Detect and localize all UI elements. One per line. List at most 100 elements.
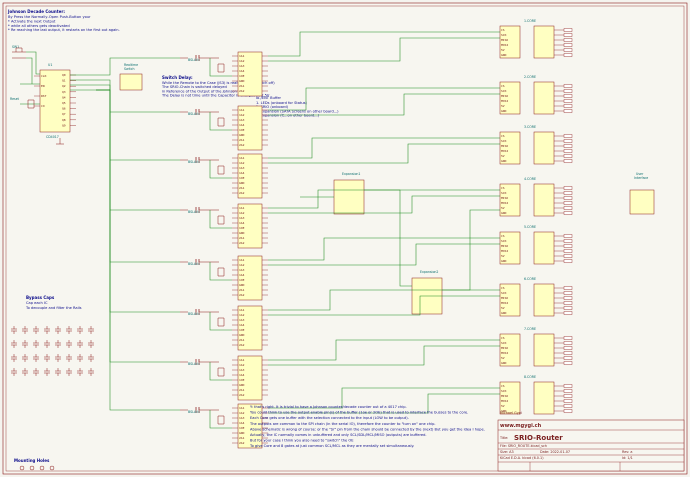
bypass-cap-1-7 [88, 340, 94, 348]
buffer-4-pin-3: 1A4 [239, 273, 245, 277]
core-connector-left-0 [499, 25, 521, 59]
core-0-pin-3: MOSI [501, 43, 508, 47]
bypass-cap-0-1 [22, 326, 28, 334]
core-3-pin-0: CS [501, 186, 505, 190]
counter-ref: U1 [48, 63, 52, 67]
buffer-chip-1 [237, 105, 263, 151]
core-1-pin-0: CS [501, 84, 505, 88]
core-3-pin-2: MISO [501, 196, 508, 200]
buffer-7-pin-2: 1A3 [239, 416, 245, 420]
bottom-line-0: Y: that's right. It is trivial to have a… [250, 405, 407, 409]
counter-pin-9: Q9 [62, 123, 66, 127]
io-note-lines: 1. LEDs (onboard for Status)2. SRIO (onb… [256, 101, 339, 118]
tb-title: SRIO-Router [514, 434, 563, 442]
bypass-cap-2-5 [66, 354, 72, 362]
user-interface-subtitle: Interface [634, 176, 648, 180]
bypass-cap-1-6 [77, 340, 83, 348]
core-connector-right-0 [533, 25, 555, 59]
johnson-note-title: Johnson Decade Counter: [7, 9, 65, 14]
buffer-3-pin-7: 2A2 [239, 241, 245, 245]
core-6-pin-0: CS [501, 336, 505, 340]
bypass-cap-0-4 [55, 326, 61, 334]
bypass-cap-3-0 [11, 368, 17, 376]
tb-size: Size: A3 [500, 450, 514, 454]
expansion-2-label: Expansion2 [420, 270, 438, 274]
core-connector-left-3 [499, 183, 521, 217]
counter-pin-7: Q7 [62, 112, 66, 116]
core-1-pin-5: GND [501, 109, 507, 113]
core-0-pin-4: 5V [501, 48, 505, 52]
tb-author: Michael Gygi [500, 411, 522, 415]
bypass-cap-0-7 [88, 326, 94, 334]
bypass-cap-2-3 [44, 354, 50, 362]
bypass-cap-3-5 [66, 368, 72, 376]
channel-label-7: BSLAVx [188, 410, 200, 414]
core-connector-right-7 [533, 381, 555, 415]
core-connector-left-4 [499, 231, 521, 265]
buffer-4-pin-1: 1A2 [239, 263, 245, 267]
johnson-line-1: * Activate the next Output [8, 19, 56, 23]
channel-resistor-4 [217, 267, 225, 277]
buffer-6-pin-1: 1A2 [239, 363, 245, 367]
buffer-chip-3 [237, 203, 263, 249]
bypass-cap-3-7 [88, 368, 94, 376]
core-3-pin-4: 5V [501, 206, 505, 210]
bypass-cap-0-3 [44, 326, 50, 334]
bottom-note-lines: Y: that's right. It is trivial to have a… [249, 405, 485, 448]
remote-title: Realtime [124, 63, 138, 67]
counter-pin-5: Q5 [62, 101, 66, 105]
core-7-pin-4: 5V [501, 404, 505, 408]
core-3-pin-1: SCK [501, 191, 507, 195]
core-connector-right-3 [533, 183, 555, 217]
switch-sw1-label: SW1 [12, 45, 19, 49]
counter-pin-11: EN [41, 84, 45, 88]
channel-label-5: BSLAVx [188, 312, 200, 316]
channel-resistor-2 [217, 165, 225, 175]
bypass-cap-0-5 [66, 326, 72, 334]
mounting-holes-title: Mounting Holes [14, 458, 50, 463]
bypass-cap-1-0 [11, 340, 17, 348]
expansion-1: Expansion1 [333, 172, 365, 215]
buffer-5-pin-5: GND [239, 333, 245, 337]
buffer-0-pin-6: 2A1 [239, 84, 245, 88]
channel-cap-5 [180, 309, 219, 315]
channel-resistor-1 [217, 117, 225, 127]
bypass-cap-0-2 [33, 326, 39, 334]
channel-cap-7 [180, 407, 219, 413]
buffer-4-pin-0: 1A1 [239, 258, 245, 262]
channel-label-6: BSLAVx [188, 362, 200, 366]
core-1-pin-3: MOSI [501, 99, 508, 103]
channel-label-2: BSLAVx [188, 160, 200, 164]
switch-line-2: in Reference of the Output of the Johnso… [162, 89, 250, 93]
counter-pin-1: Q1 [62, 79, 66, 83]
channel-cap-4 [180, 259, 219, 265]
buffer-1-pin-4: 1OE [239, 128, 245, 132]
core-1-pin-4: 5V [501, 104, 505, 108]
johnson-line-2: * while all others gets deactivated [8, 24, 70, 28]
core-1-pin-1: SCK [501, 89, 507, 93]
title-block: Michael Gygi www.mgygi.ch Title: SRIO-Ro… [497, 411, 685, 472]
io-line-3: 4. Expansion (C...on other board...) [256, 114, 320, 118]
channel-label-0: BSLAVx [188, 58, 200, 62]
core-5-pin-4: 5V [501, 306, 505, 310]
core-2-pin-2: MISO [501, 144, 508, 148]
buffer-2-pin-6: 2A1 [239, 186, 245, 190]
tb-date: Date: 2022-01-07 [540, 450, 570, 454]
core-2-pin-0: CS [501, 134, 505, 138]
bypass-cap-0-0 [11, 326, 17, 334]
buffer-4-pin-7: 2A2 [239, 293, 245, 297]
bypass-cap-2-0 [11, 354, 17, 362]
core-2-pin-1: SCK [501, 139, 507, 143]
buffer-0-pin-1: 1A2 [239, 59, 245, 63]
core-label-3: 4.CORE [524, 177, 536, 181]
buffer-chip-2 [237, 153, 263, 199]
core-label-5: 6.CORE [524, 277, 536, 281]
channel-label-3: BSLAVx [188, 210, 200, 214]
core-5-pin-0: CS [501, 286, 505, 290]
channel-resistor-5 [217, 317, 225, 327]
bypass-cap-2-1 [22, 354, 28, 362]
core-0-pin-5: GND [501, 53, 507, 57]
buffer-3-pin-1: 1A2 [239, 211, 245, 215]
buffer-1-pin-1: 1A2 [239, 113, 245, 117]
